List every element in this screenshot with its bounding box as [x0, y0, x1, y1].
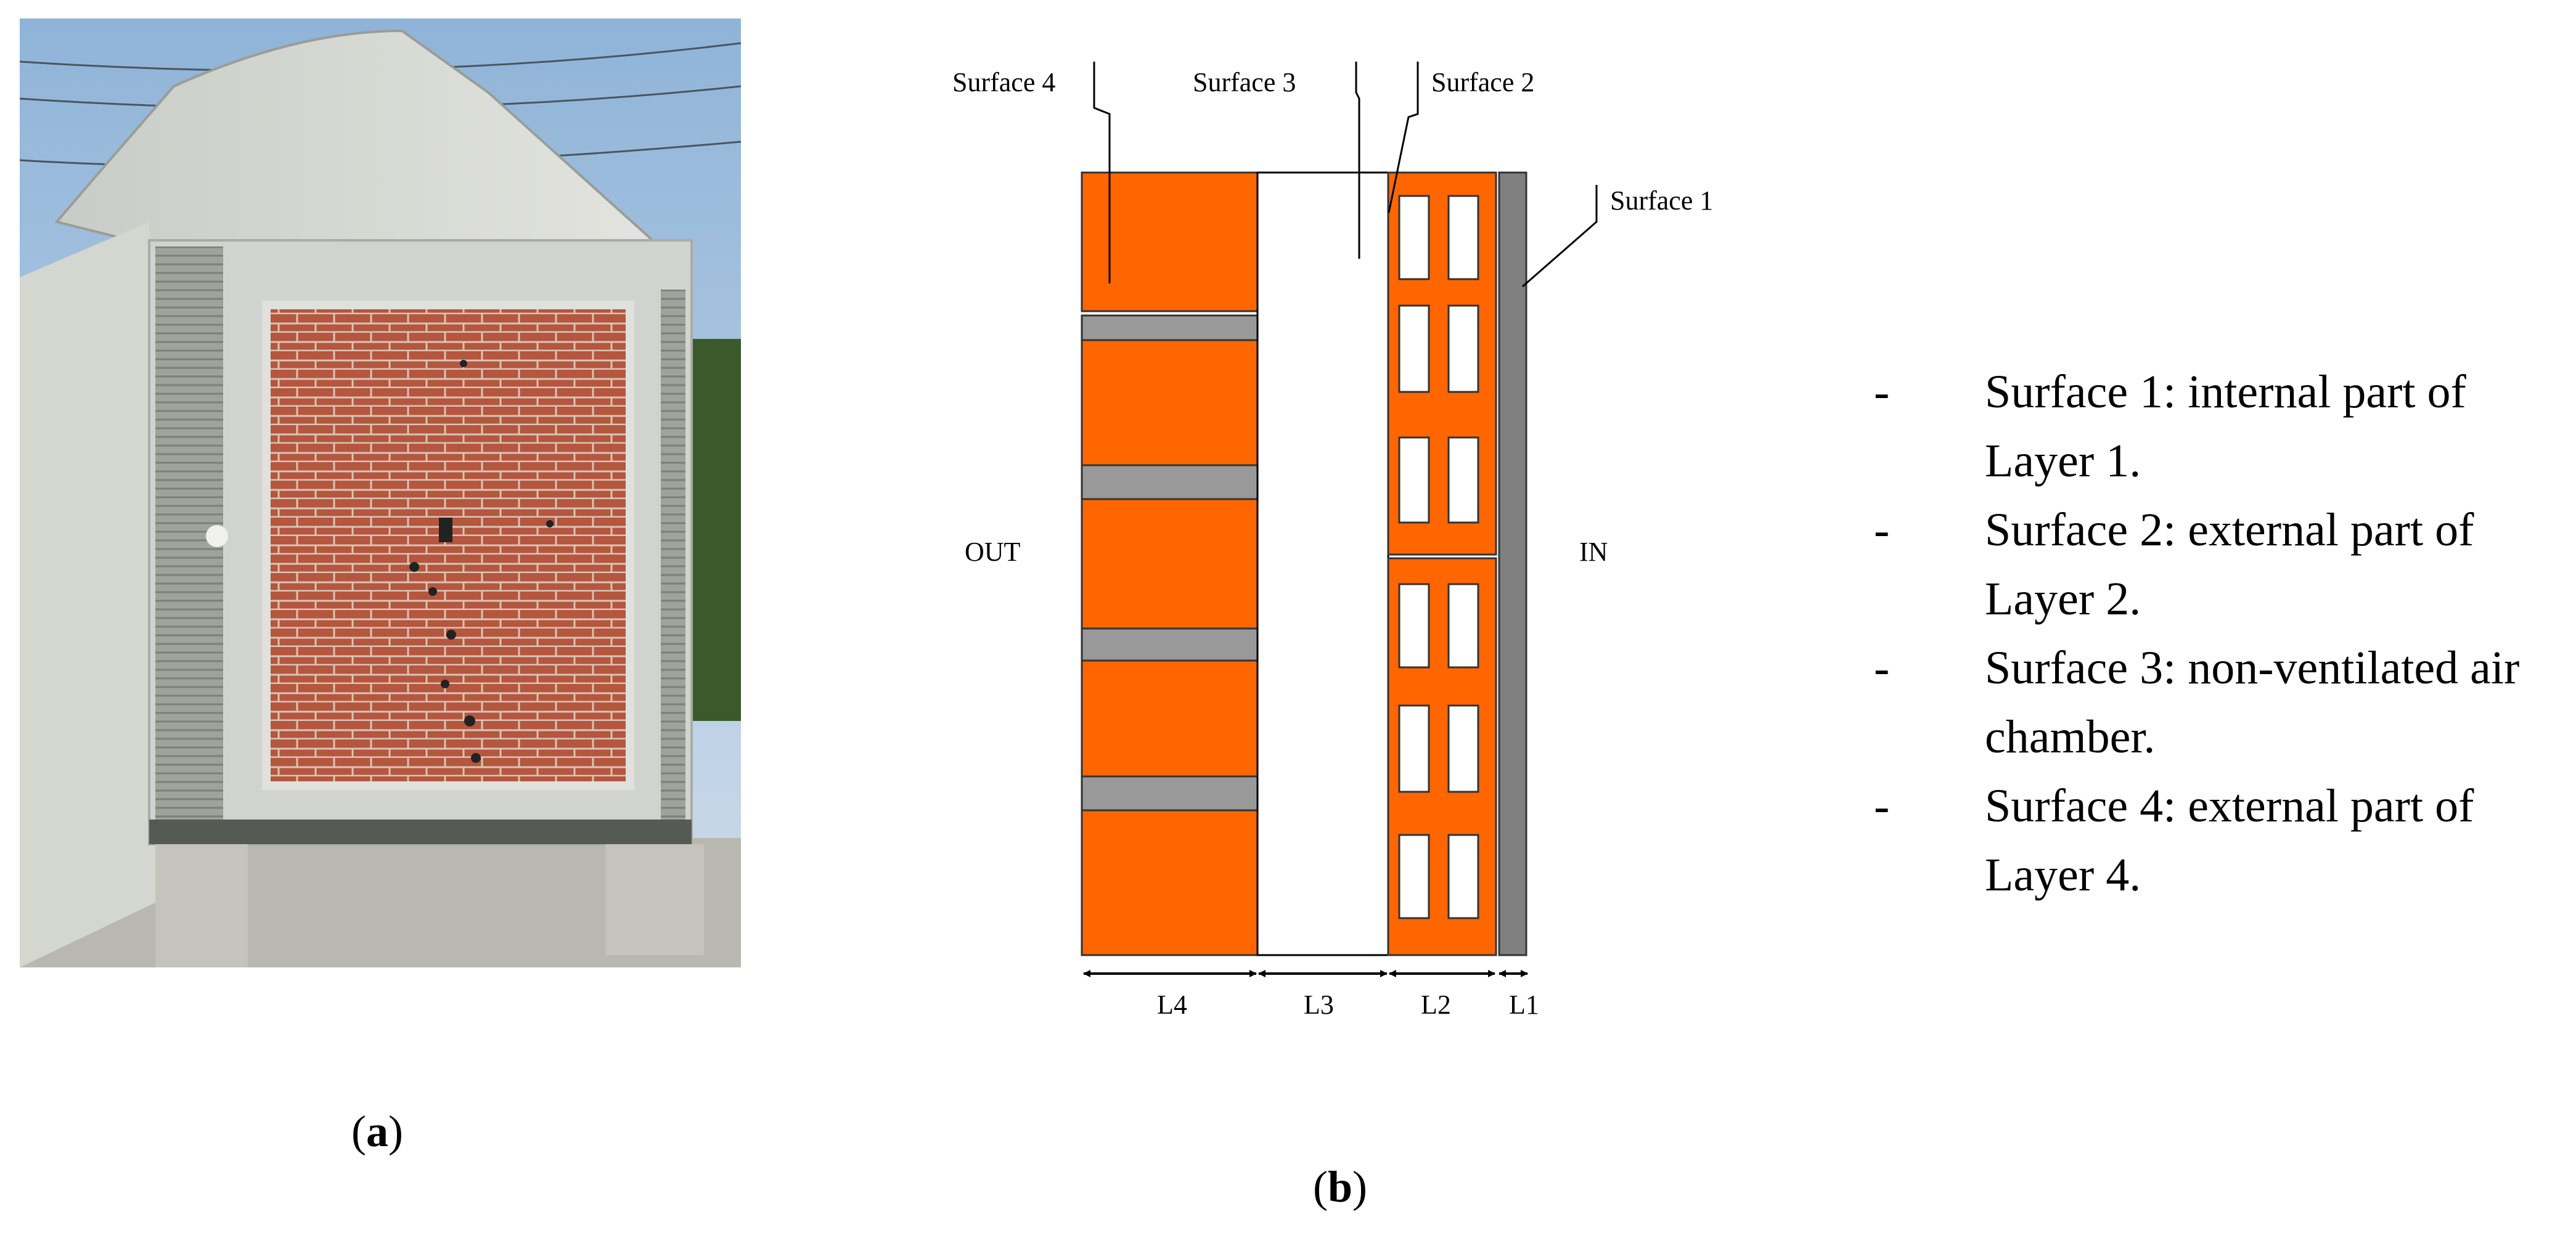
- surface-1-label: Surface 1: [1610, 185, 1713, 216]
- legend-dash: -: [1874, 642, 1890, 694]
- legend-dash: -: [1874, 780, 1890, 832]
- support-left: [155, 844, 248, 967]
- l4-label: L4: [1157, 990, 1187, 1020]
- canvas-side: [20, 222, 162, 967]
- surface-legend: - Surface 1: internal part of Layer 1. -…: [1862, 357, 2570, 909]
- legend-dash: -: [1874, 366, 1890, 418]
- l2-label: L2: [1421, 990, 1451, 1020]
- surface-3-label: Surface 3: [1193, 67, 1296, 97]
- legend-text: Surface 2: external part of Layer 2.: [1985, 504, 2474, 625]
- layer-4-brick-leaf: [1081, 171, 1259, 956]
- sensors: [409, 360, 554, 763]
- l3-label: L3: [1304, 990, 1334, 1020]
- l1-label: L1: [1509, 990, 1539, 1020]
- support-right: [605, 844, 704, 955]
- in-label: IN: [1579, 537, 1608, 567]
- layer-2-hollow-brick: [1387, 171, 1497, 956]
- legend-text: Surface 3: non-ventilated air chamber.: [1985, 642, 2520, 763]
- legend-item: - Surface 3: non-ventilated air chamber.: [1862, 633, 2570, 771]
- legend-dash: -: [1874, 504, 1890, 556]
- legend-item: - Surface 2: external part of Layer 2.: [1862, 495, 2570, 633]
- legend-text: Surface 1: internal part of Layer 1.: [1985, 366, 2466, 487]
- layer-1-plaster: [1498, 171, 1527, 956]
- panel-label-a: (a): [351, 1107, 403, 1156]
- white-sensor: [206, 525, 228, 547]
- surface-4-label: Surface 4: [952, 67, 1055, 97]
- surface-leader-lines: [1093, 62, 1598, 288]
- legend-item: - Surface 4: external part of Layer 4.: [1862, 771, 2570, 909]
- test-cell-photo: [20, 18, 741, 967]
- brick-wall: [262, 301, 634, 790]
- canvas-roof: [54, 29, 694, 310]
- surface-2-label: Surface 2: [1431, 67, 1534, 97]
- out-label: OUT: [965, 537, 1021, 567]
- side-vents-right: [661, 290, 685, 820]
- base-beam: [149, 820, 692, 844]
- layer-3-air-chamber: [1256, 171, 1389, 956]
- panel-label-b: (b): [1313, 1162, 1368, 1211]
- legend-item: - Surface 1: internal part of Layer 1.: [1862, 357, 2570, 495]
- legend-text: Surface 4: external part of Layer 4.: [1985, 780, 2474, 901]
- trees: [692, 339, 741, 721]
